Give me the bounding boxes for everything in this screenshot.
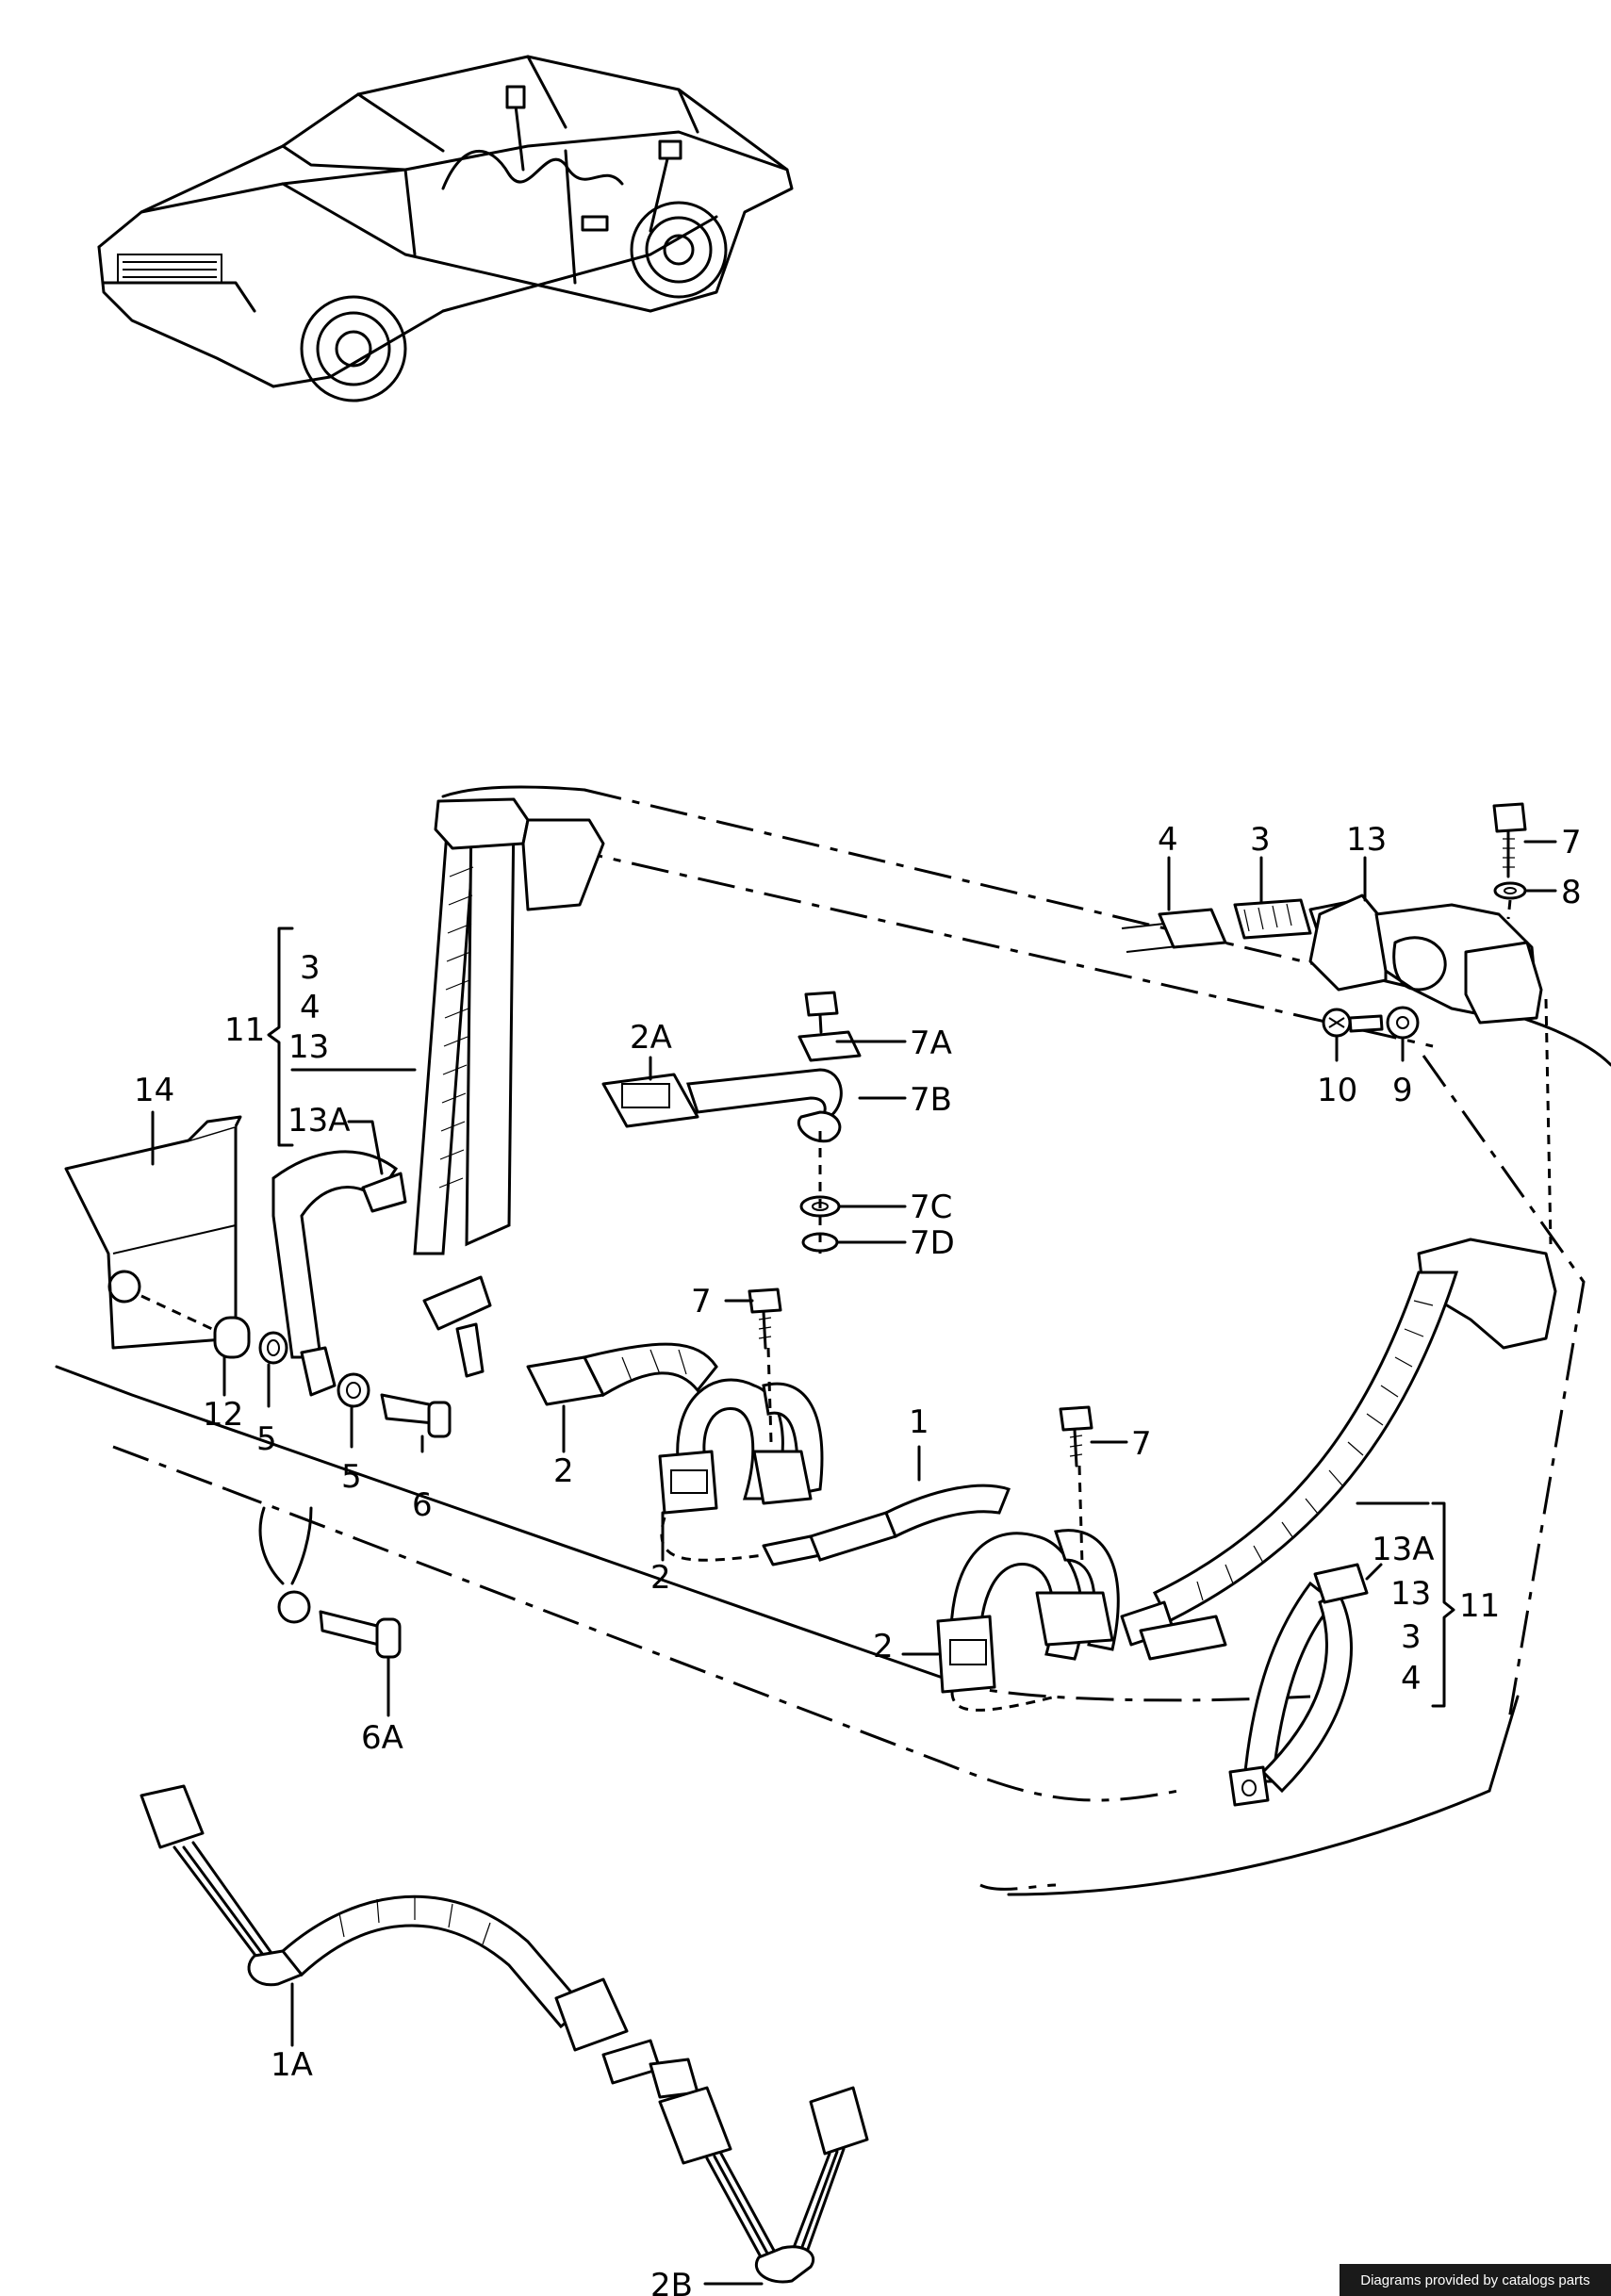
callout-8: 8 [1561,874,1582,911]
callout-4-left: 4 [300,989,321,1026]
lap-belt-2A-assembly [601,991,862,1254]
callout-7-center: 7 [1131,1425,1152,1463]
callout-10: 10 [1317,1072,1357,1109]
callout-5-b: 5 [341,1458,362,1496]
callout-13A-right: 13A [1372,1531,1435,1568]
callout-6: 6 [412,1486,433,1524]
callout-3-top: 3 [1250,821,1271,859]
callout-7-top-right: 7 [1561,824,1582,861]
callout-13-right: 13 [1390,1575,1431,1613]
callout-13-left: 13 [288,1028,329,1066]
callout-1A: 1A [271,2046,313,2084]
callout-4-right: 4 [1401,1660,1422,1697]
callout-7-left: 7 [691,1283,712,1320]
callout-leaders [151,840,1557,2286]
callout-13-top: 13 [1346,821,1387,859]
callout-7A: 7A [910,1025,952,1062]
car-overview-illustration [97,55,794,402]
right-retractor-belt [1120,998,1557,1807]
callout-14: 14 [134,1072,174,1109]
callout-1: 1 [909,1403,929,1441]
right-top-retractor-exploded [1121,802,1543,1040]
credit-badge: Diagrams provided by catalogs parts [1340,2264,1611,2296]
callout-2-mid: 2 [650,1559,671,1597]
left-retractor-belt [413,797,605,1378]
callout-2-upper: 2 [553,1452,574,1490]
callout-4-top: 4 [1158,821,1178,859]
callout-5-a: 5 [256,1420,277,1458]
left-anchor-parts [64,1115,452,1659]
callout-7D: 7D [910,1224,955,1262]
callout-11-right: 11 [1459,1587,1500,1625]
callout-2A: 2A [630,1019,672,1057]
callout-3-right: 3 [1401,1618,1422,1656]
callout-7C: 7C [910,1189,952,1226]
callout-11-left: 11 [224,1011,265,1049]
callout-12: 12 [203,1396,243,1434]
callout-2B: 2B [650,2267,693,2296]
callout-9: 9 [1392,1072,1413,1109]
lower-belt-detail-1A-2B [140,1784,869,2284]
callout-7B: 7B [910,1081,952,1119]
callout-3-left: 3 [300,949,321,987]
callout-6A: 6A [361,1719,403,1757]
callout-13A-left: 13A [288,1102,351,1140]
center-belts [526,1287,1120,1712]
callout-labels: 3 4 11 13 14 13A 12 5 5 6 2 2 2 1 7 7 7 … [134,821,1582,2296]
callout-2-lower: 2 [873,1628,894,1665]
